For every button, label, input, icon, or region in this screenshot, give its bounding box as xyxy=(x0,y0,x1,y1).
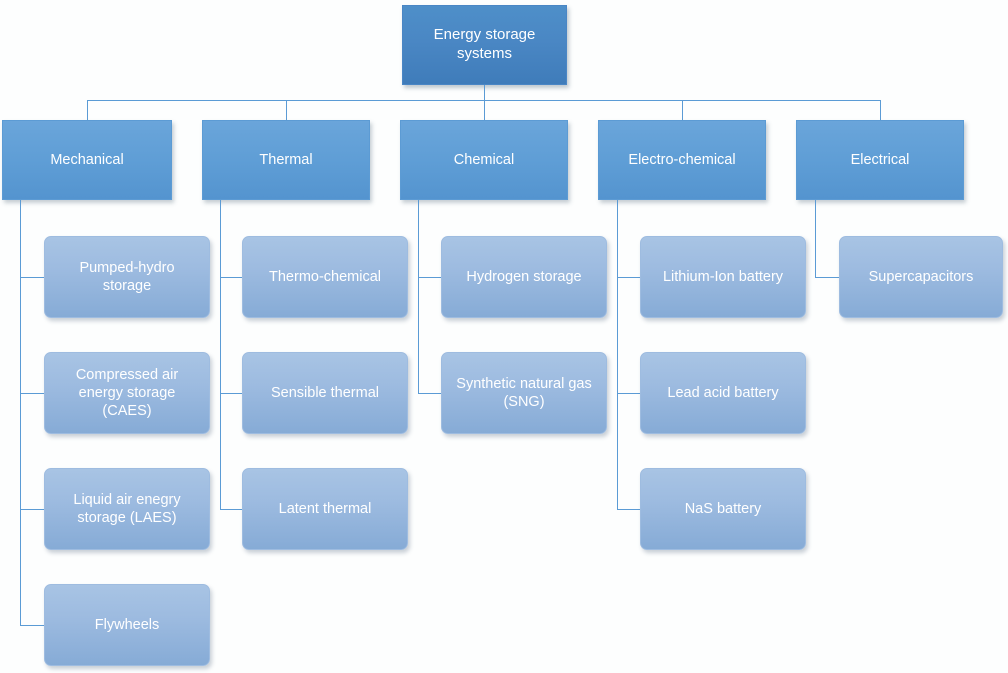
node-label: Thermo-chemical xyxy=(269,268,381,285)
node-hydrogen-storage[interactable]: Hydrogen storage xyxy=(441,236,607,318)
node-label: Mechanical xyxy=(50,151,124,168)
node-label: Thermal xyxy=(259,151,313,168)
connector-trunk-chemical xyxy=(418,200,419,394)
node-sensible-thermal[interactable]: Sensible thermal xyxy=(242,352,408,434)
connector-stub-synthetic-natural-gas xyxy=(418,393,441,394)
connector-stub-pumped-hydro-storage xyxy=(20,277,44,278)
connector-stub-latent-thermal xyxy=(220,509,242,510)
connector-stub-hydrogen-storage xyxy=(418,277,441,278)
connector-stub-lead-acid-battery xyxy=(617,393,640,394)
connector-stub-sensible-thermal xyxy=(220,393,242,394)
node-nas-battery[interactable]: NaS battery xyxy=(640,468,806,550)
connector-stub-nas-battery xyxy=(617,509,640,510)
connector-stub-supercapacitors xyxy=(815,277,839,278)
node-label: Energy storage systems xyxy=(433,26,536,62)
node-lithium-ion-battery[interactable]: Lithium-Ion battery xyxy=(640,236,806,318)
connector-trunk-thermal xyxy=(220,200,221,510)
node-label: Latent thermal xyxy=(278,500,372,517)
node-label: Lead acid battery xyxy=(667,384,779,401)
connector-bus-to-electrical xyxy=(880,100,881,120)
node-compressed-air-energy-storage[interactable]: Compressed air energy storage (CAES) xyxy=(44,352,210,434)
node-label: Lithium-Ion battery xyxy=(662,268,784,285)
connector-bus-to-thermal xyxy=(286,100,287,120)
connector-bus-to-chemical xyxy=(484,100,485,120)
node-thermo-chemical[interactable]: Thermo-chemical xyxy=(242,236,408,318)
node-label: Synthetic natural gas (SNG) xyxy=(456,375,592,410)
connector-trunk-electro-chemical xyxy=(617,200,618,510)
connector-bus-to-mechanical xyxy=(87,100,88,120)
node-label: Electrical xyxy=(850,151,910,168)
node-energy-storage-systems[interactable]: Energy storage systems xyxy=(402,5,567,85)
connector-stub-liquid-air-energy-storage xyxy=(20,509,44,510)
node-flywheels[interactable]: Flywheels xyxy=(44,584,210,666)
connector-root-drop xyxy=(484,85,485,101)
node-latent-thermal[interactable]: Latent thermal xyxy=(242,468,408,550)
node-label: Pumped-hydro storage xyxy=(79,259,175,294)
node-liquid-air-energy-storage[interactable]: Liquid air enegry storage (LAES) xyxy=(44,468,210,550)
node-synthetic-natural-gas[interactable]: Synthetic natural gas (SNG) xyxy=(441,352,607,434)
node-label: Sensible thermal xyxy=(271,384,379,401)
node-label: Flywheels xyxy=(94,616,160,633)
node-pumped-hydro-storage[interactable]: Pumped-hydro storage xyxy=(44,236,210,318)
node-label: Liquid air enegry storage (LAES) xyxy=(73,491,181,526)
node-label: Hydrogen storage xyxy=(466,268,582,285)
connector-stub-lithium-ion-battery xyxy=(617,277,640,278)
node-electrical[interactable]: Electrical xyxy=(796,120,964,200)
connector-bus-to-electro-chemical xyxy=(682,100,683,120)
connector-stub-thermo-chemical xyxy=(220,277,242,278)
connector-trunk-mechanical xyxy=(20,200,21,626)
node-label: NaS battery xyxy=(684,500,762,517)
node-label: Compressed air energy storage (CAES) xyxy=(75,366,179,420)
node-label: Chemical xyxy=(453,151,515,168)
node-supercapacitors[interactable]: Supercapacitors xyxy=(839,236,1003,318)
node-mechanical[interactable]: Mechanical xyxy=(2,120,172,200)
connector-stub-compressed-air-energy-storage xyxy=(20,393,44,394)
node-electro-chemical[interactable]: Electro-chemical xyxy=(598,120,766,200)
node-thermal[interactable]: Thermal xyxy=(202,120,370,200)
connector-stub-flywheels xyxy=(20,625,44,626)
node-label: Supercapacitors xyxy=(868,268,974,285)
node-lead-acid-battery[interactable]: Lead acid battery xyxy=(640,352,806,434)
node-chemical[interactable]: Chemical xyxy=(400,120,568,200)
node-label: Electro-chemical xyxy=(628,151,736,168)
connector-trunk-electrical xyxy=(815,200,816,278)
